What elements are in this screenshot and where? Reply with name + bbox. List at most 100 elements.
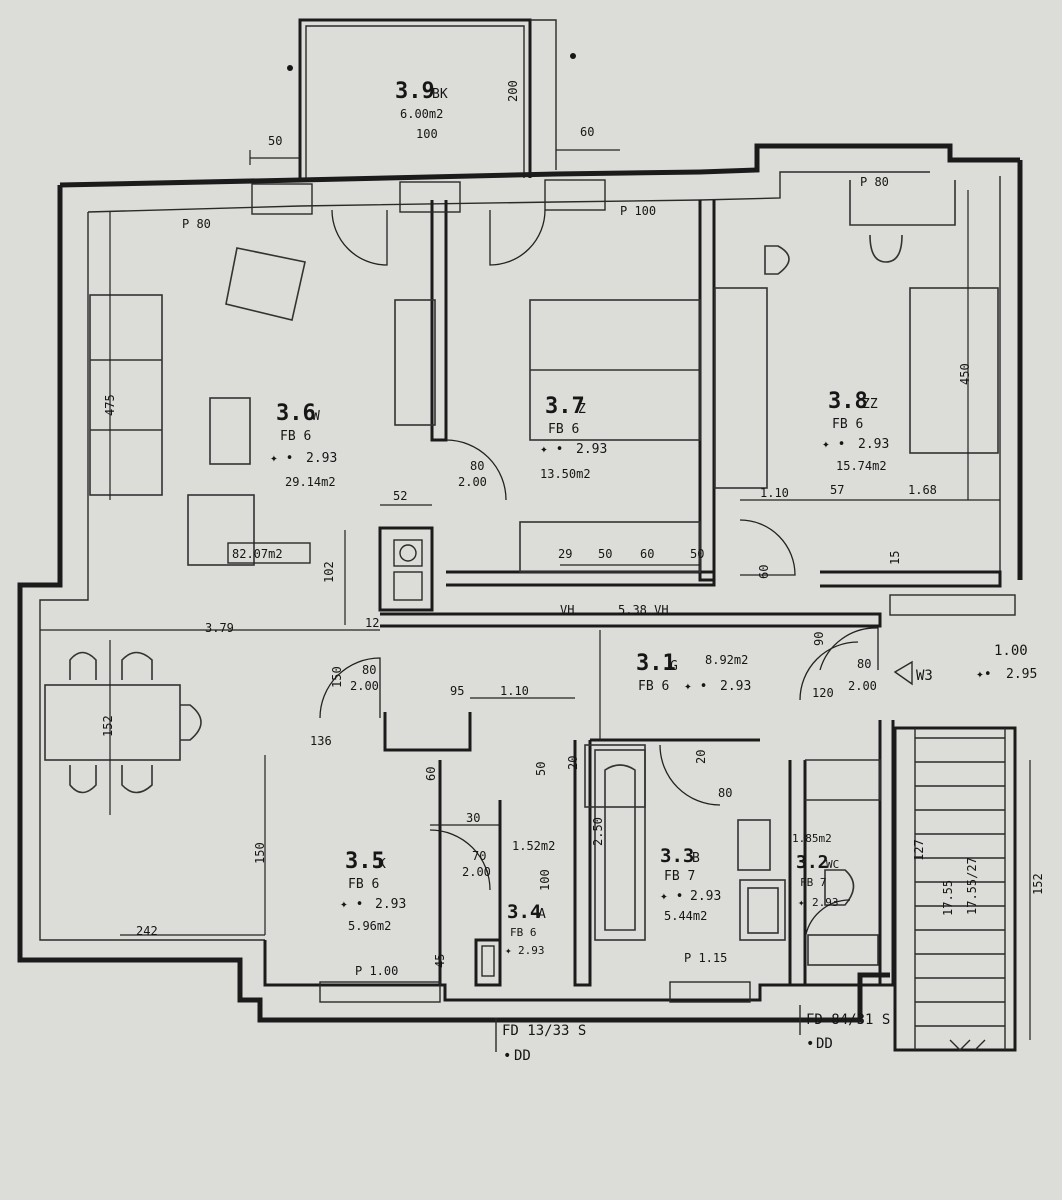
- room-id: 3.5: [345, 849, 385, 874]
- dimension: P 80: [182, 217, 211, 231]
- dimension: 136: [310, 734, 332, 748]
- room-floor: FB 6: [548, 422, 579, 437]
- furniture: [44, 180, 999, 966]
- door-note: FD 13/33 S: [502, 1023, 586, 1039]
- windows: [251, 179, 1016, 1003]
- total-area: 82.07m2: [232, 547, 283, 561]
- room-3.2-label: 1.85m2 3.2 WC FB 7 ✦ 2.93: [792, 832, 839, 909]
- room-id: 3.2: [796, 852, 829, 873]
- dimension: 60: [757, 565, 771, 579]
- room-3.5-label: 3.5 K FB 6 ✦ • 2.93 5.96m2: [340, 849, 406, 933]
- door-note: DD: [816, 1036, 833, 1052]
- height-marker-icon: ✦: [505, 944, 512, 957]
- room-height: 2.93: [858, 437, 889, 452]
- room-floor: FB 7: [664, 869, 695, 884]
- dimension: 60: [640, 547, 654, 561]
- dimension: 30: [466, 811, 480, 825]
- dimension: P 1.15: [684, 951, 727, 965]
- dimension: 70: [472, 849, 486, 863]
- dimension: 2.50: [591, 817, 605, 846]
- room-3.7-label: 3.7 Z FB 6 ✦ • 2.93 13.50m2: [540, 394, 607, 481]
- dimension: P 1.00: [355, 964, 398, 978]
- height-marker-icon: ✦ •: [270, 451, 293, 466]
- dimension: 2.00: [848, 679, 877, 693]
- height-marker-icon: ✦•: [976, 667, 992, 682]
- room-3.3-label: 3.3 B FB 7 ✦ • 2.93 5.44m2: [660, 845, 721, 923]
- height-marker-icon: ✦ •: [822, 437, 845, 452]
- dimension: 52: [393, 489, 407, 503]
- w3-code: W3: [916, 668, 933, 684]
- dimension: 100: [416, 127, 438, 141]
- room-area: 5.96m2: [348, 919, 391, 933]
- room-area: 8.92m2: [705, 653, 748, 667]
- dimension: 3.79: [205, 621, 234, 635]
- room-3.8-label: 3.8 ZZ FB 6 ✦ • 2.93 15.74m2: [822, 389, 889, 473]
- dimension: 150: [330, 666, 344, 688]
- dimension: 60: [424, 767, 438, 781]
- room-code: ZZ: [862, 397, 878, 412]
- dimension: 60: [580, 125, 594, 139]
- room-id: 3.3: [660, 845, 694, 867]
- dimension: 57: [830, 483, 844, 497]
- dimension: 1.10: [500, 684, 529, 698]
- height-marker-icon: ✦ •: [684, 679, 707, 694]
- dimension: 20: [566, 756, 580, 770]
- room-id: 3.7: [545, 394, 585, 419]
- room-code: B: [692, 851, 700, 866]
- room-3.9-label: 3.9 BK 6.00m2 100 200: [395, 79, 520, 141]
- dimension: 80: [718, 786, 732, 800]
- dimension: 2.00: [350, 679, 379, 693]
- door-note: FD 84/31 S: [806, 1012, 890, 1028]
- room-height: 2.93: [306, 451, 337, 466]
- room-3.6-label: 3.6 W FB 6 ✦ • 2.93 29.14m2: [270, 401, 337, 489]
- dimension: 475: [103, 394, 117, 416]
- room-area: 29.14m2: [285, 475, 336, 489]
- height-marker-icon: ✦ •: [340, 897, 363, 912]
- room-floor: FB 6: [510, 926, 537, 939]
- dimension: 17.55/27: [965, 857, 979, 915]
- room-code: G: [670, 659, 678, 674]
- w3-dim: 1.00: [994, 643, 1028, 659]
- balcony-walls: [287, 18, 576, 178]
- dimension: 120: [812, 686, 834, 700]
- room-height: 2.93: [690, 889, 721, 904]
- dimension: P 100: [620, 204, 656, 218]
- dimension: 152: [1031, 873, 1045, 895]
- room-floor: FB 6: [638, 679, 669, 694]
- dimension: 1.10: [760, 486, 789, 500]
- height-marker-icon: ✦ •: [540, 442, 563, 457]
- dimension: 50: [598, 547, 612, 561]
- height-marker-icon: ✦ •: [660, 889, 683, 904]
- room-code: WC: [826, 858, 839, 871]
- room-3.4-label: 1.52m2 3.4 A FB 6 ✦ 2.93: [505, 839, 555, 957]
- dimension: 150: [253, 842, 267, 864]
- room-code: BK: [432, 87, 448, 102]
- door-dot-icon: •: [806, 1036, 814, 1052]
- dimension: 200: [506, 80, 520, 102]
- dimension: 50: [534, 762, 548, 776]
- dimension: 15: [888, 551, 902, 565]
- dimension: 2.00: [458, 475, 487, 489]
- room-id: 3.8: [828, 389, 868, 414]
- room-floor: FB 7: [800, 876, 827, 889]
- room-floor: FB 6: [832, 417, 863, 432]
- dimension: 242: [136, 924, 158, 938]
- dimension: 80: [362, 663, 376, 677]
- room-area: 6.00m2: [400, 107, 443, 121]
- door-notes: FD 13/33 S • DD FD 84/31 S • DD: [495, 1005, 890, 1064]
- room-code: W: [312, 409, 320, 424]
- room-area: 1.52m2: [512, 839, 555, 853]
- room-id: 3.9: [395, 79, 435, 104]
- dimension: 102: [322, 561, 336, 583]
- dimension: 2.00: [462, 865, 491, 879]
- room-area: 5.44m2: [664, 909, 707, 923]
- room-id: 3.1: [636, 651, 676, 676]
- room-code: K: [378, 857, 386, 872]
- dimension: 80: [857, 657, 871, 671]
- dimension-labels: P 80 P 100 P 80 P 1.00 P 1.15 50 60 475 …: [101, 125, 1045, 978]
- dimension: 12: [365, 616, 379, 630]
- door-note: DD: [514, 1048, 531, 1064]
- dimension: 1.68: [908, 483, 937, 497]
- dimension: 450: [958, 363, 972, 385]
